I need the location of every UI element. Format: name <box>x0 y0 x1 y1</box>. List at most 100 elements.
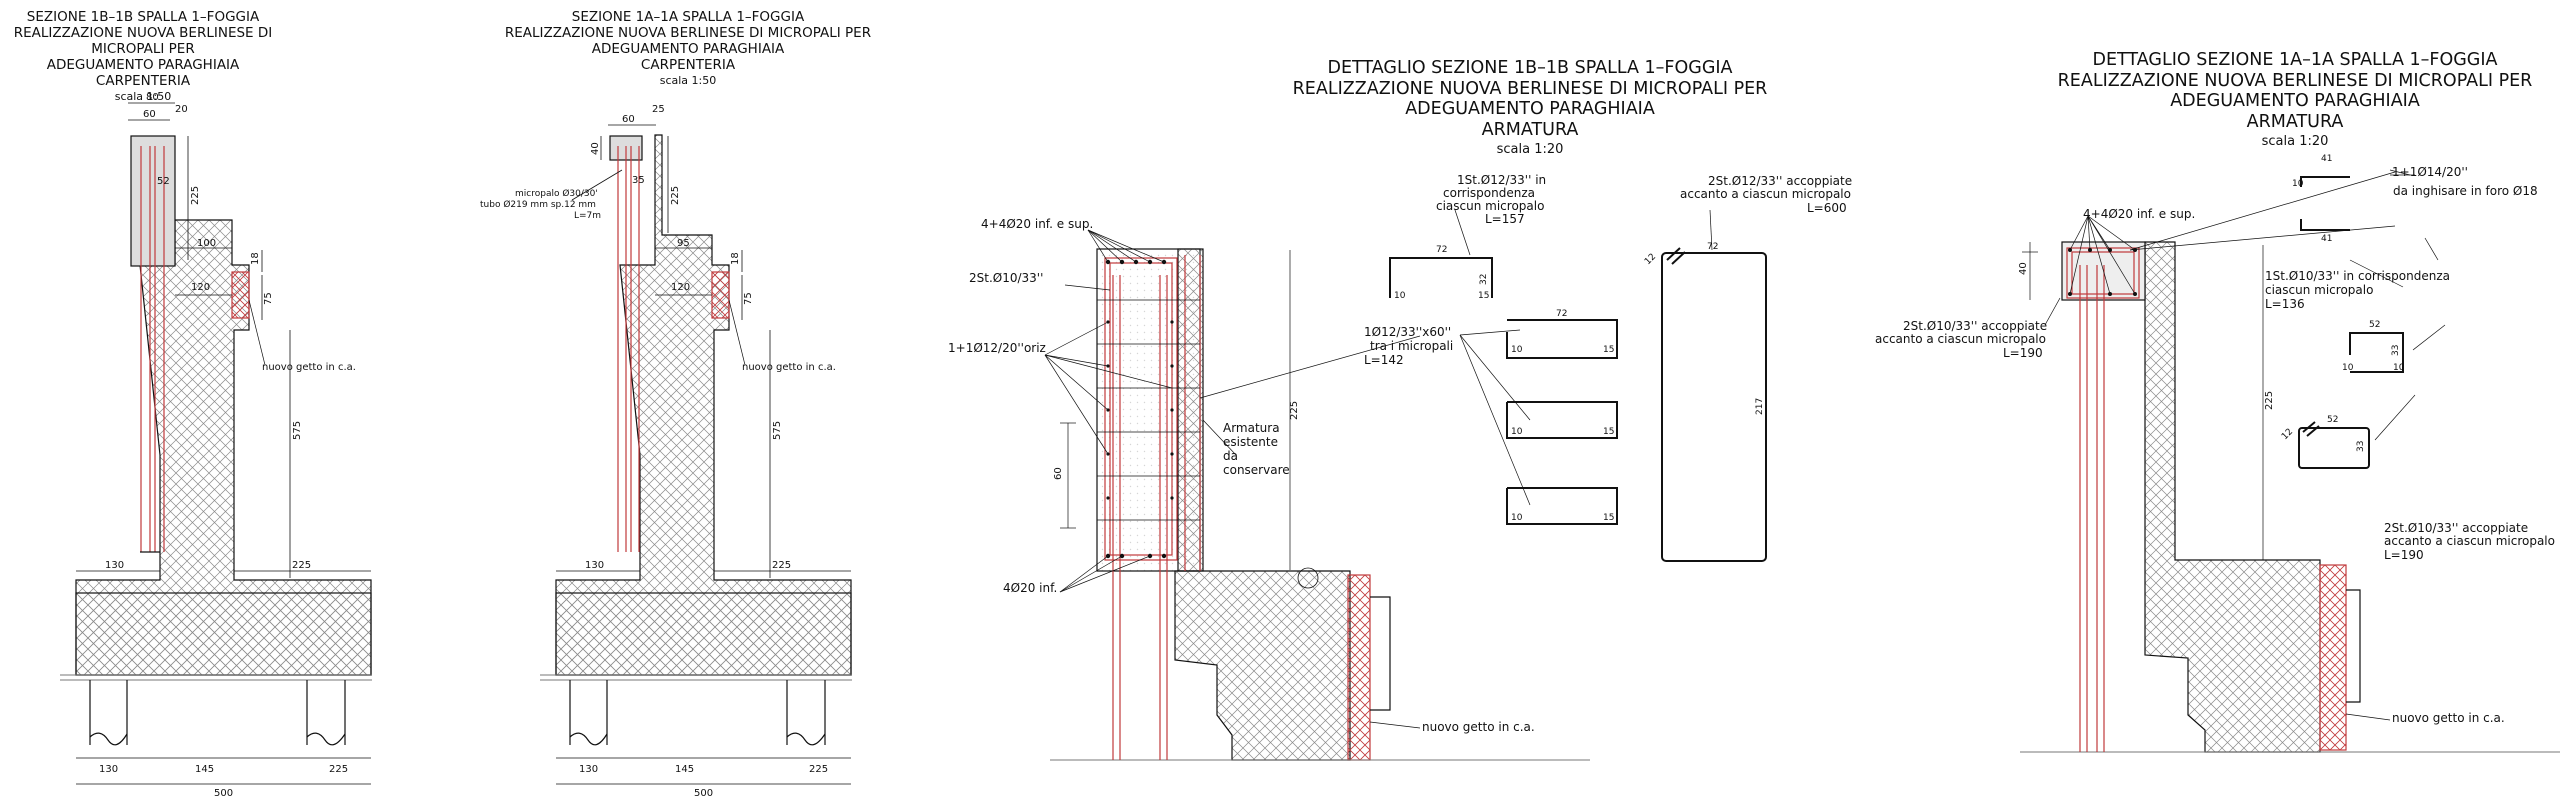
stirrup-label: L=600 <box>1807 201 1847 215</box>
stirrup-label: L=190 <box>2003 346 2043 360</box>
dim-label: 72 <box>1436 245 1447 255</box>
dim-label: 225 <box>329 764 348 775</box>
micropile-label: L=7m <box>574 211 601 221</box>
dim-label: 130 <box>99 764 118 775</box>
bar-label: da inghisare in foro Ø18 <box>2393 184 2538 198</box>
leader-lines <box>1044 209 1713 729</box>
existing-rebar-label: Armatura <box>1223 421 1280 435</box>
leader-lines <box>2022 169 2446 721</box>
existing-rebar-label: da <box>1223 449 1238 463</box>
title-carpenteria-1a: SEZIONE 1A–1A SPALLA 1–FOGGIA REALIZZAZI… <box>478 9 898 88</box>
dim-label: 120 <box>191 282 210 293</box>
dim-label: 225 <box>292 560 311 571</box>
stirrup-label: ciascun micropalo <box>2265 283 2373 297</box>
title-scale: scala 1:50 <box>659 73 717 87</box>
dimensions-carpenteria-1a: 60 25 40 35 225 95 18 120 75 575 130 225… <box>480 104 836 799</box>
title-line: SEZIONE 1A–1A SPALLA 1–FOGGIA <box>571 9 805 25</box>
title-line: ARMATURA <box>1481 119 1579 140</box>
title-dettaglio-1b: DETTAGLIO SEZIONE 1B–1B SPALLA 1–FOGGIA … <box>1260 58 1800 157</box>
micropile-label: micropalo Ø30/30' <box>515 188 598 199</box>
title-line: SEZIONE 1B–1B SPALLA 1–FOGGIA <box>26 9 260 25</box>
title-line: REALIZZAZIONE NUOVA BERLINESE DI MICROPA… <box>2057 70 2533 91</box>
dim-label: 32 <box>1479 274 1489 285</box>
dim-label: 217 <box>1755 398 1765 415</box>
rebar-label: 1+1Ø12/20''oriz <box>948 341 1046 355</box>
dim-label: 10 <box>2292 179 2304 189</box>
paraghiaia-block <box>130 135 176 267</box>
dim-label: 225 <box>772 560 791 571</box>
dim-label: 12 <box>2280 427 2295 442</box>
dim-label: 40 <box>2018 262 2029 275</box>
bar-shapes <box>2298 176 2404 469</box>
micropile <box>140 146 165 552</box>
title-dettaglio-1a: DETTAGLIO SEZIONE 1A–1A SPALLA 1–FOGGIA … <box>2030 50 2560 149</box>
labels-dettaglio-1a: 4+4Ø20 inf. e sup. 40 225 2St.Ø10/33'' a… <box>1875 154 2555 725</box>
stirrup-label: L=157 <box>1485 212 1525 226</box>
dim-label: 10 <box>2393 363 2405 373</box>
abutment-wall-section <box>555 134 852 676</box>
stirrup-label: ciascun micropalo <box>1436 199 1544 213</box>
dim-label: 33 <box>2356 441 2366 452</box>
pile <box>89 680 346 746</box>
dim-label: 41 <box>2321 234 2332 244</box>
dim-label: 500 <box>694 788 713 799</box>
title-line: DETTAGLIO SEZIONE 1A–1A SPALLA 1–FOGGIA <box>2092 50 2498 70</box>
stirrup-label: L=136 <box>2265 297 2305 311</box>
title-line: REALIZZAZIONE NUOVA BERLINESE DI MICROPA… <box>504 24 872 41</box>
stirrup-label: accanto a ciascun micropalo <box>1875 332 2046 346</box>
dim-label: 15 <box>1603 345 1614 355</box>
dim-label: 25 <box>652 104 665 115</box>
title-line: ADEGUAMENTO PARAGHIAIA <box>1405 99 1655 120</box>
stirrup-label: accanto a ciascun micropalo <box>2384 534 2555 548</box>
stirrup-label: 2St.Ø10/33'' accoppiate <box>2384 521 2528 535</box>
dim-label: 130 <box>105 560 124 571</box>
dim-label: 225 <box>190 186 201 205</box>
dim-label: 40 <box>590 142 601 155</box>
stirrup-label: 2St.Ø12/33'' accoppiate <box>1708 174 1852 188</box>
drawing-dettaglio-1a <box>2020 169 2560 753</box>
dim-label: 225 <box>809 764 828 775</box>
dim-label: 10 <box>2342 363 2354 373</box>
rebar-label: 4+4Ø20 inf. e sup. <box>981 217 1093 231</box>
dim-label: 75 <box>743 292 754 305</box>
title-line: CARPENTERIA <box>95 72 191 89</box>
dim-label: 52 <box>157 176 170 187</box>
dim-label: 10 <box>1511 345 1523 355</box>
dim-label: 15 <box>1603 513 1614 523</box>
dim-label: 95 <box>677 238 690 249</box>
rebar-label: 4+4Ø20 inf. e sup. <box>2083 207 2195 221</box>
drawing-carpenteria-1a <box>540 124 852 785</box>
dim-label: 18 <box>250 252 261 265</box>
rebar-stirrups <box>2066 247 2140 752</box>
stirrup-label: accanto a ciascun micropalo <box>1680 187 1851 201</box>
title-scale: scala 1:50 <box>114 89 172 103</box>
title-scale: scala 1:20 <box>1496 141 1564 157</box>
new-wall-hatch <box>1177 248 1204 572</box>
dim-label: 20 <box>175 104 188 115</box>
dim-label: 12 <box>1643 252 1658 267</box>
dim-label: 575 <box>292 421 303 440</box>
dim-label: 72 <box>1707 242 1718 252</box>
title-line: ADEGUAMENTO PARAGHIAIA <box>591 40 785 57</box>
note-new-concrete: nuovo getto in c.a. <box>262 362 356 373</box>
micropile-label: tubo Ø219 mm sp.12 mm <box>480 199 596 210</box>
dim-label: 60 <box>622 114 635 125</box>
bar-label: L=142 <box>1364 353 1404 367</box>
stirrup-label: 2St.Ø10/33'' accoppiate <box>1903 319 2047 333</box>
title-line: ADEGUAMENTO PARAGHIAIA <box>46 56 240 73</box>
dim-label: 10 <box>1511 427 1523 437</box>
new-concrete-cast <box>2319 564 2347 751</box>
drawing-carpenteria-1b <box>60 102 372 785</box>
footing-section <box>555 592 852 676</box>
dim-label: 130 <box>579 764 598 775</box>
bar-label: tra i micropali <box>1370 339 1453 353</box>
dimension-lines <box>556 124 851 785</box>
stirrup-label: L=190 <box>2384 548 2424 562</box>
dim-label: 18 <box>730 252 741 265</box>
bar-shape-stirrup-157 <box>1389 247 1767 562</box>
abutment-wall-section <box>2144 241 2321 753</box>
rebar-label: 2St.Ø10/33'' <box>969 271 1043 285</box>
dim-label: 130 <box>585 560 604 571</box>
title-line: REALIZZAZIONE NUOVA BERLINESE DI MICROPA… <box>1292 78 1768 99</box>
dim-label: 145 <box>675 764 694 775</box>
